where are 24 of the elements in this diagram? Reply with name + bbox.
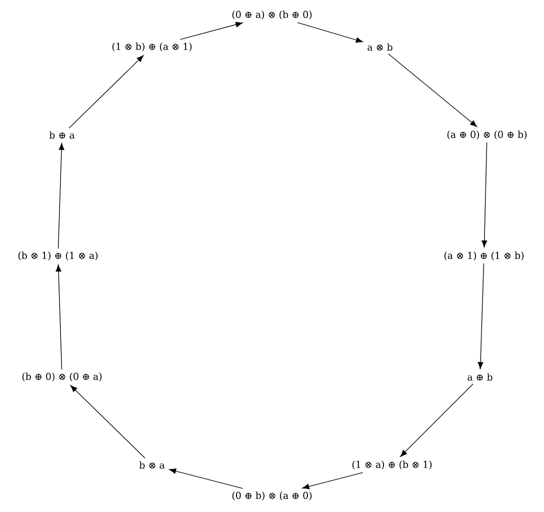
arrow [56, 264, 62, 370]
node-label: (0 ⊕ a) ⊗ (b ⊕ 0) [232, 10, 312, 20]
arrow [70, 385, 146, 458]
arrow [400, 384, 474, 457]
arrow [68, 55, 144, 128]
node-label: (b ⊗ 1) ⊕ (1 ⊗ a) [18, 252, 98, 260]
arrow [169, 468, 244, 489]
node-label: a ⊗ b [368, 43, 392, 51]
arrow [388, 54, 478, 127]
arrow [482, 142, 488, 248]
node-label: (0 ⊕ b) ⊗ (a ⊕ 0) [232, 492, 312, 500]
arrow [478, 263, 484, 370]
arrow [180, 22, 243, 40]
node-label: (a ⊗ 1) ⊕ (1 ⊗ b) [444, 252, 524, 260]
node-label: b ⊕ a [49, 131, 75, 139]
node-label: (a ⊕ 0) ⊗ (0 ⊕ b) [447, 130, 527, 140]
arrow [58, 142, 64, 249]
node-label: (b ⊕ 0) ⊗ (0 ⊕ a) [22, 372, 102, 382]
arrow [297, 22, 363, 43]
node-label: b ⊗ a [139, 461, 165, 469]
node-label: (1 ⊗ b) ⊕ (a ⊗ 1) [112, 42, 192, 52]
arrow [302, 472, 364, 490]
node-label: (1 ⊗ a) ⊕ (b ⊗ 1) [352, 460, 432, 470]
node-label: a ⊕ b [468, 373, 492, 381]
